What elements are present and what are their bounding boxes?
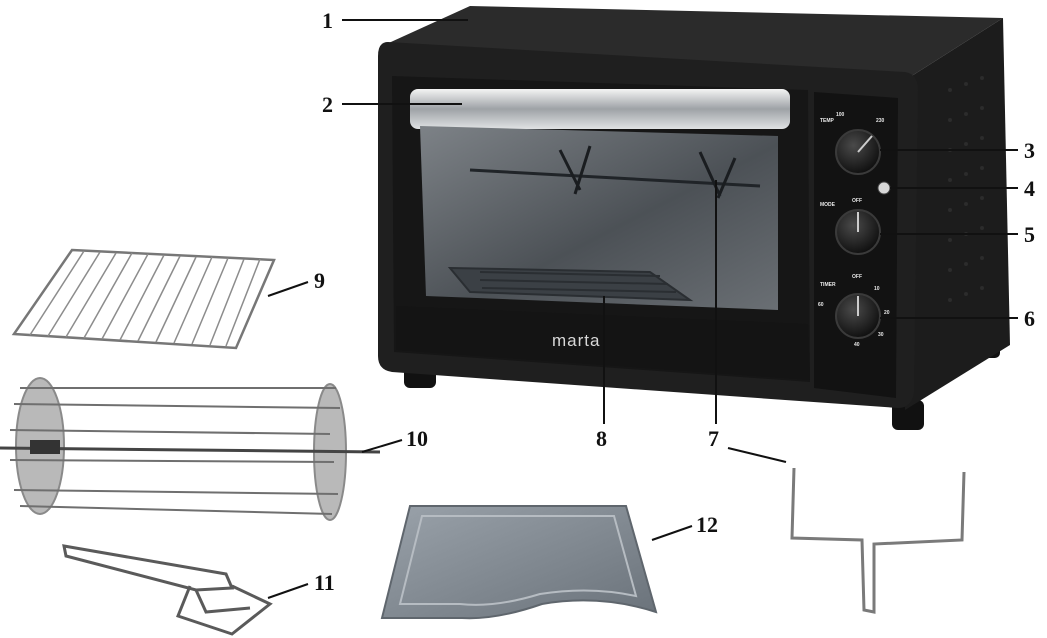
brand-logo: marta <box>552 331 600 350</box>
timer-title: TIMER <box>820 282 836 288</box>
callout-7-spit: 7 <box>708 426 719 451</box>
mode-title: MODE <box>820 202 836 208</box>
leader-lines <box>267 19 1018 599</box>
oven-side <box>905 18 1010 410</box>
callout-2: 2 <box>322 92 333 117</box>
timer-30-label: 30 <box>878 332 884 338</box>
callout-4: 4 <box>1024 176 1035 201</box>
interior-rack <box>447 266 694 302</box>
callout-labels: 1 2 3 4 5 6 7 7 8 9 10 11 12 <box>314 8 1035 595</box>
temp-title: TEMP <box>820 118 835 124</box>
rotisserie-basket <box>0 377 381 521</box>
callout-5: 5 <box>1024 222 1035 247</box>
callout-1: 1 <box>322 8 333 33</box>
oven: marta TEMP 100 230 MODE OFF TIMER OFF 10… <box>378 6 1010 430</box>
temp-low-label: 100 <box>836 112 845 118</box>
timer-60-label: 60 <box>818 302 824 308</box>
mode-off-label: OFF <box>852 198 862 204</box>
timer-40-label: 40 <box>854 342 860 348</box>
baking-tray <box>380 505 658 620</box>
timer-20-label: 20 <box>884 310 890 316</box>
oven-top <box>380 6 1003 77</box>
temp-high-label: 230 <box>876 118 885 124</box>
callout-8: 8 <box>596 426 607 451</box>
callout-10: 10 <box>406 426 428 451</box>
callout-6: 6 <box>1024 306 1035 331</box>
door-handle <box>410 89 790 129</box>
timer-10-label: 10 <box>874 286 880 292</box>
callout-12: 12 <box>696 512 718 537</box>
timer-off-label: OFF <box>852 274 862 280</box>
rotisserie-fork <box>790 467 966 614</box>
callout-3: 3 <box>1024 138 1035 163</box>
interior-spit <box>469 168 761 188</box>
wire-rack <box>11 248 276 350</box>
callout-11: 11 <box>314 570 335 595</box>
indicator-light <box>877 181 891 195</box>
handle-tool <box>62 544 273 636</box>
callout-9: 9 <box>314 268 325 293</box>
